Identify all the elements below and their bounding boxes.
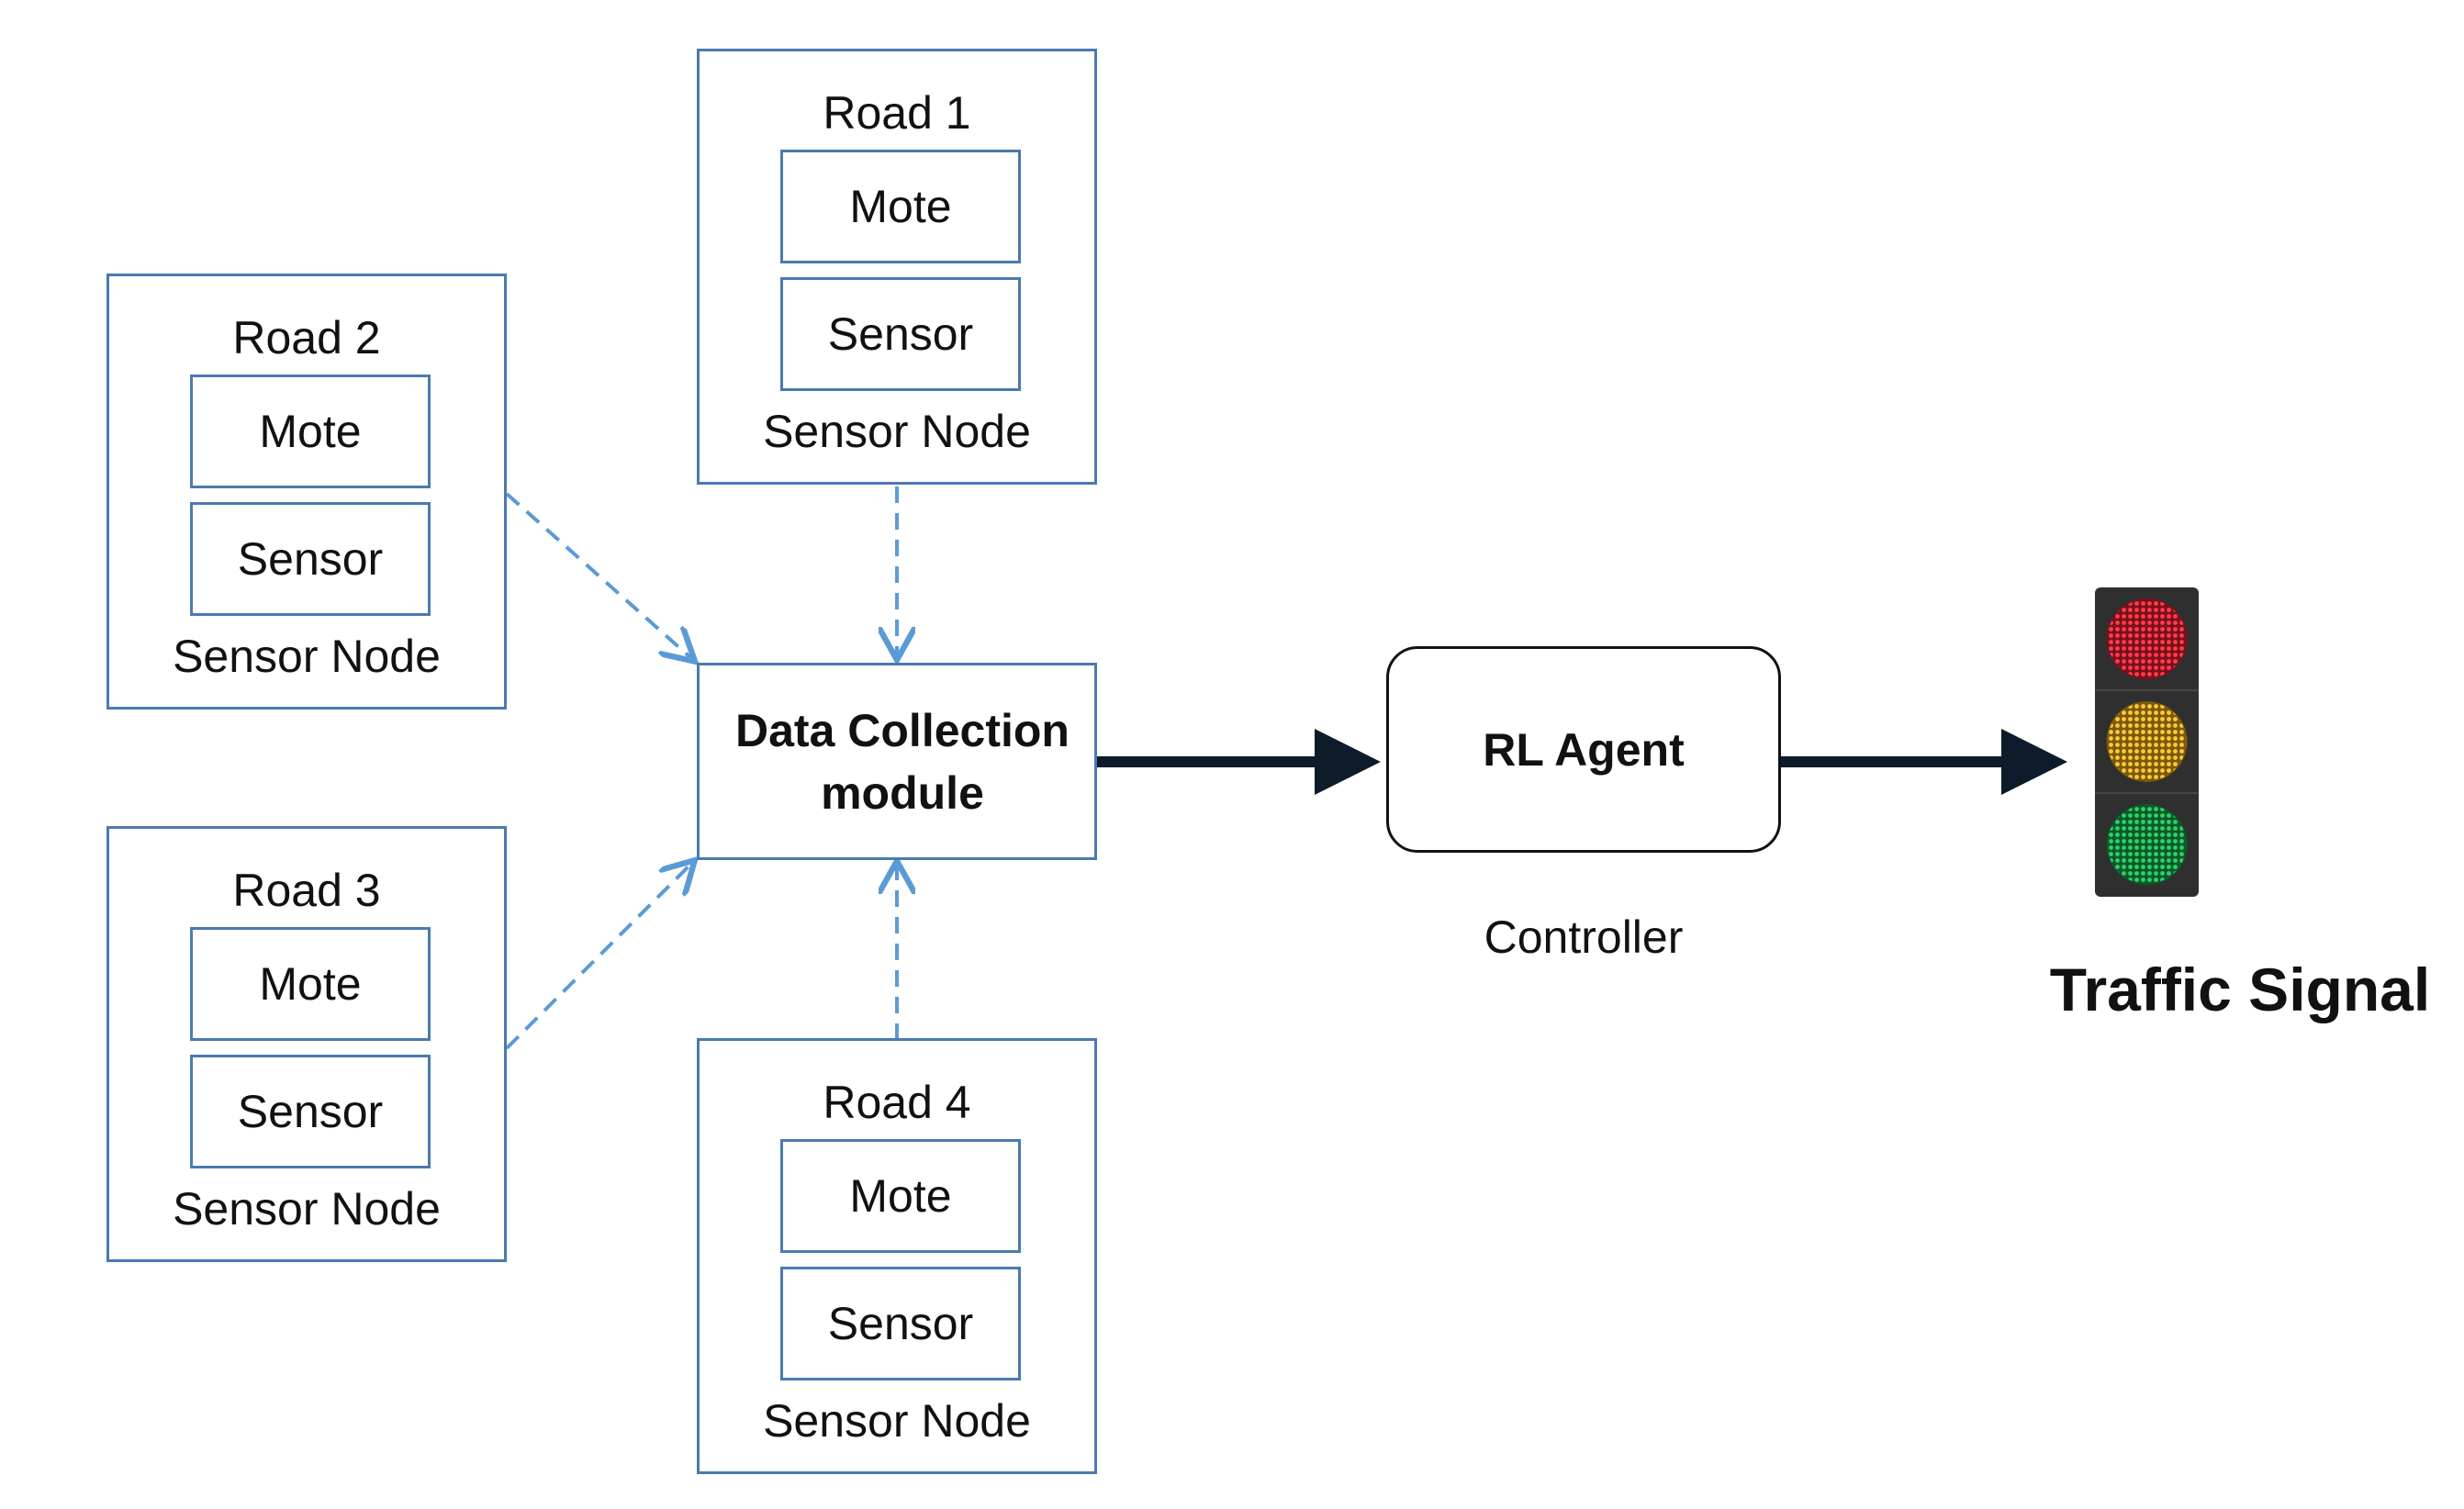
sensor-box: Sensor: [190, 502, 431, 616]
road-label: Road 1: [823, 87, 971, 139]
sensor-node-road-3: Road 3 Mote Sensor Sensor Node: [106, 826, 507, 1262]
data-collection-module: Data Collection module: [697, 663, 1097, 860]
sensor-box: Sensor: [190, 1055, 431, 1168]
road-label: Road 4: [823, 1077, 971, 1128]
road-label: Road 2: [232, 312, 381, 363]
controller-caption: Controller: [1484, 911, 1684, 963]
sensor-node-road-2: Road 2 Mote Sensor Sensor Node: [106, 274, 507, 710]
mote-box: Mote: [190, 927, 431, 1041]
sensor-node-caption: Sensor Node: [173, 1183, 441, 1235]
sensor-node-road-4: Road 4 Mote Sensor Sensor Node: [697, 1038, 1097, 1474]
sensor-node-caption: Sensor Node: [173, 631, 441, 682]
traffic-light-icon: [2095, 587, 2199, 897]
mote-box: Mote: [780, 150, 1021, 263]
rl-agent-box: RL Agent: [1386, 646, 1781, 853]
data-collection-line-2: module: [821, 766, 984, 819]
sensor-box: Sensor: [780, 277, 1021, 391]
sensor-box: Sensor: [780, 1267, 1021, 1380]
traffic-signal-label: Traffic Signal: [2049, 956, 2431, 1023]
road-label: Road 3: [232, 865, 381, 916]
mote-box: Mote: [780, 1139, 1021, 1253]
data-collection-line-1: Data Collection: [735, 704, 1070, 756]
sensor-node-caption: Sensor Node: [763, 1395, 1031, 1447]
rl-agent-label: RL Agent: [1483, 723, 1685, 776]
arrow-road2-to-dcm: [505, 492, 692, 659]
green-light: [2106, 804, 2188, 885]
mote-box: Mote: [190, 374, 431, 488]
arrow-road3-to-dcm: [505, 863, 692, 1050]
sensor-node-caption: Sensor Node: [763, 406, 1031, 457]
red-light: [2106, 598, 2188, 679]
yellow-light: [2106, 701, 2188, 782]
sensor-node-road-1: Road 1 Mote Sensor Sensor Node: [697, 49, 1097, 485]
